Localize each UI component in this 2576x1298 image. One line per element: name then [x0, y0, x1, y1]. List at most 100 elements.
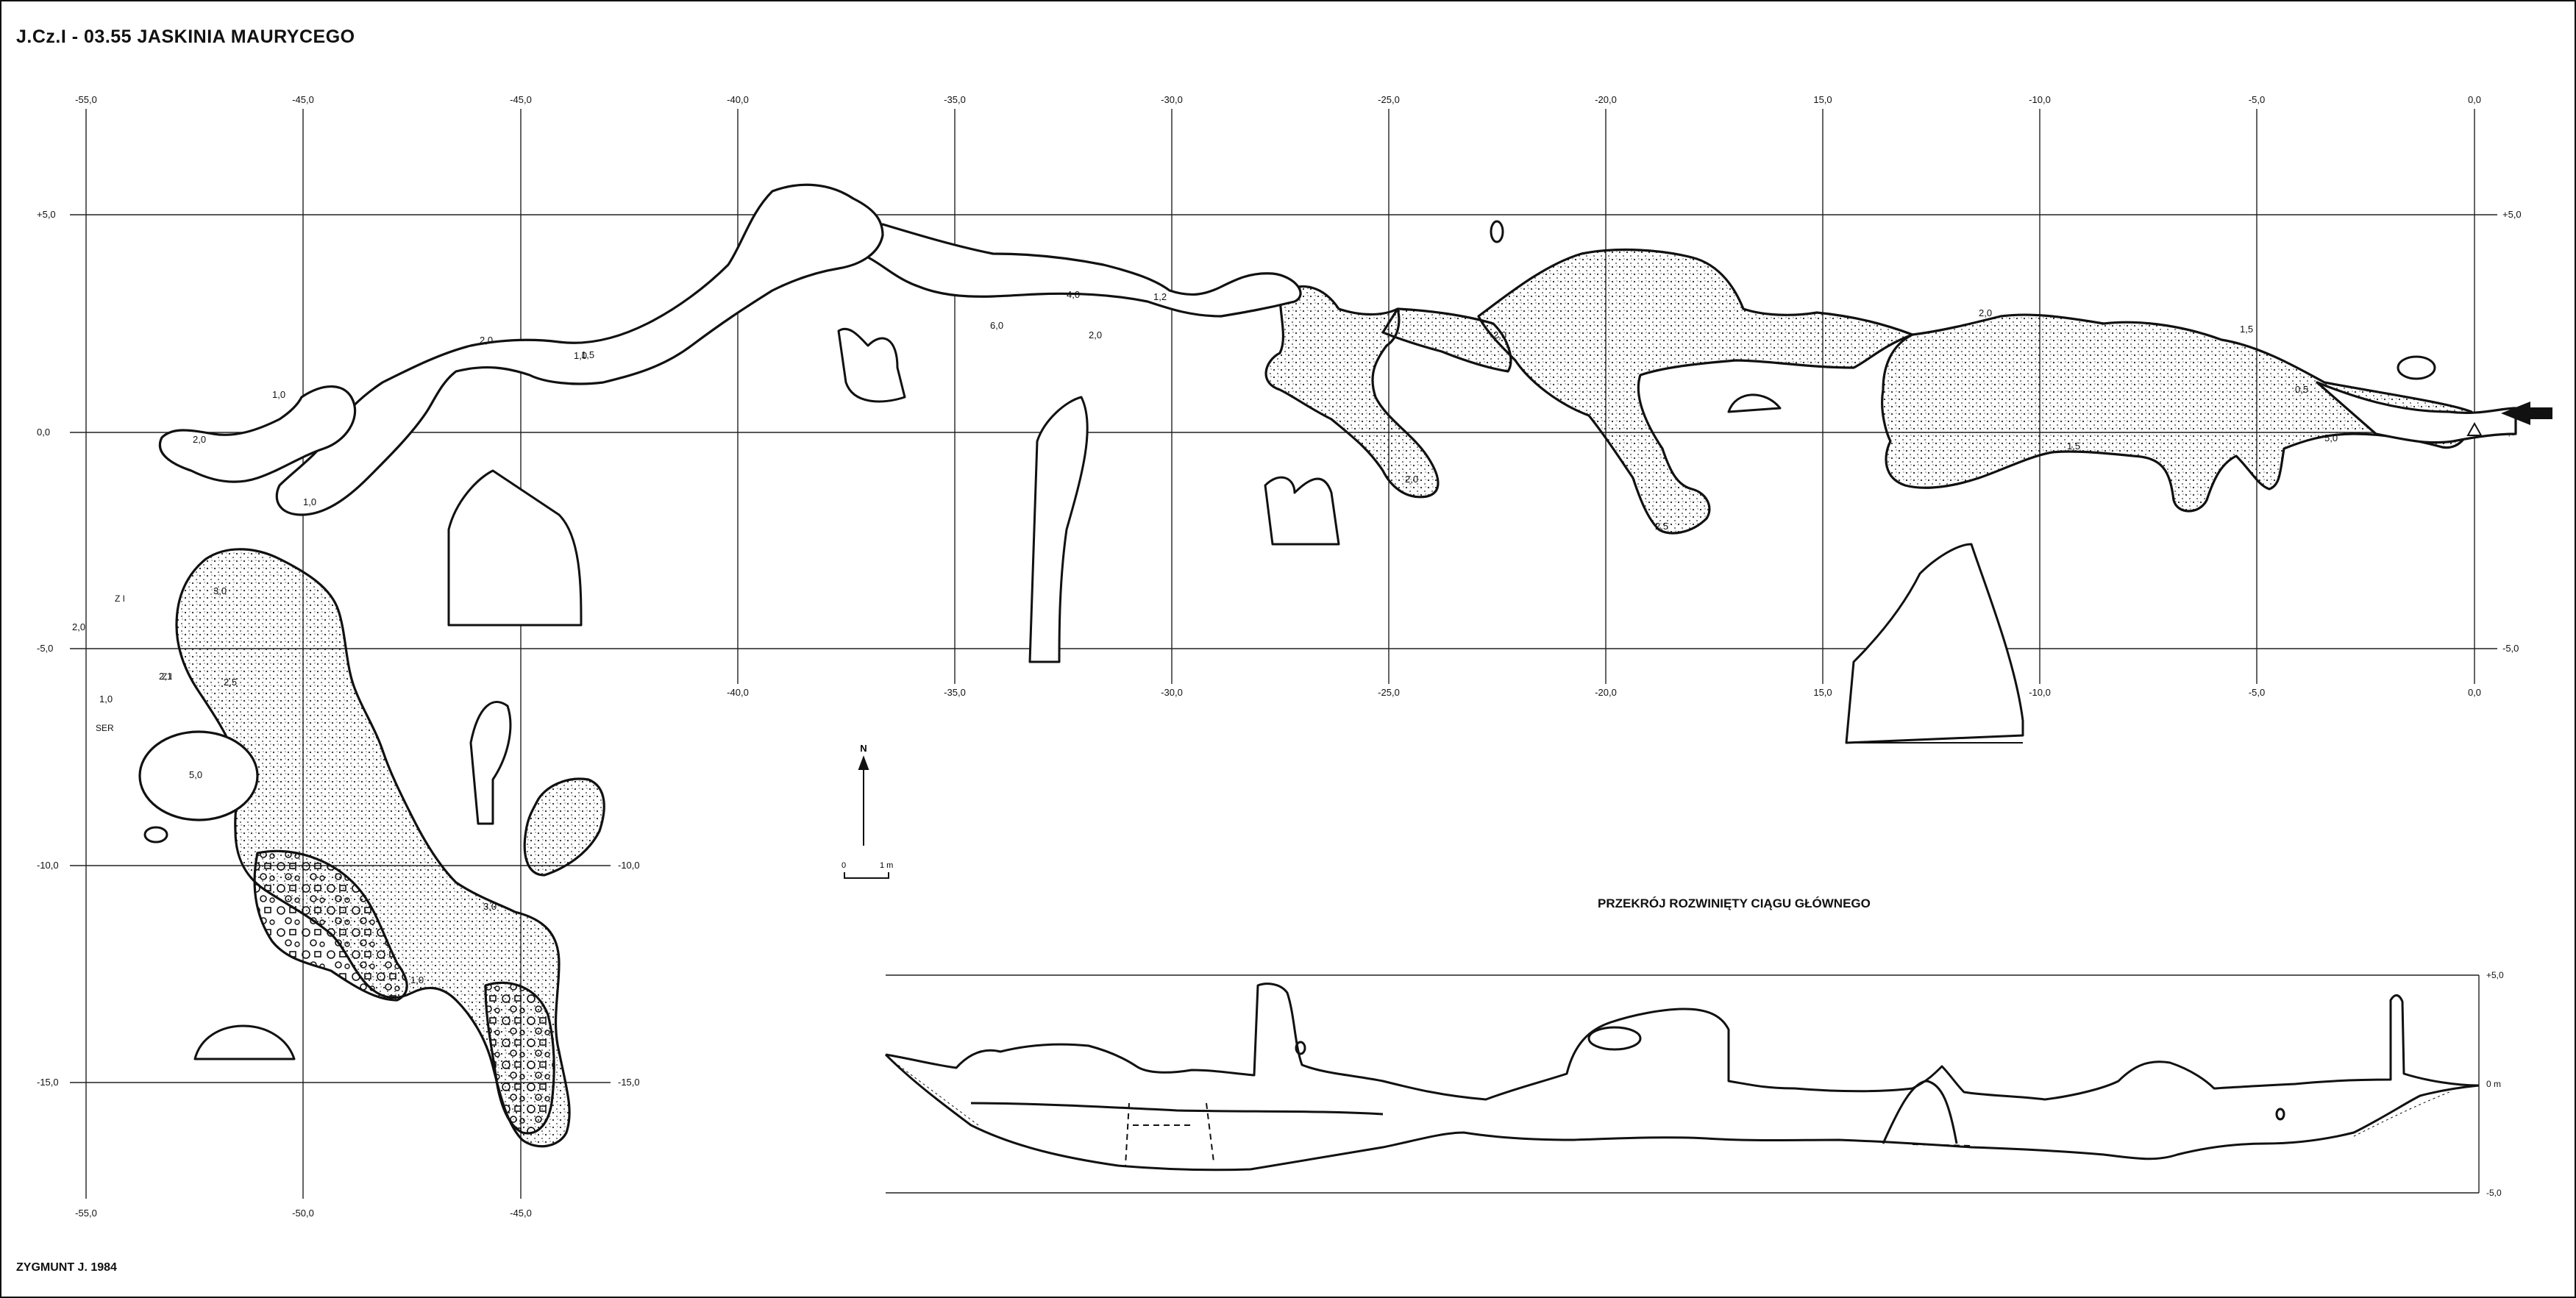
- section-void-2: [2275, 1108, 2285, 1121]
- x-tick-mid: 0,0: [2468, 687, 2481, 698]
- y-tick-right: -15,0: [618, 1077, 640, 1088]
- profile-d: [469, 701, 512, 825]
- depth-label: 2,0: [1405, 474, 1418, 485]
- entrance-arrow: [2501, 402, 2552, 425]
- profile-a: [447, 469, 583, 627]
- x-tick-top: -40,0: [727, 94, 749, 105]
- depth-label: 1,5: [2067, 441, 2080, 452]
- mark-zi: Z I: [115, 593, 125, 604]
- x-tick-mid: -35,0: [944, 687, 966, 698]
- depth-label: 2,0: [1493, 329, 1506, 340]
- y-tick-right: +5,0: [2502, 209, 2522, 220]
- depth-label: 1,2: [1153, 291, 1167, 302]
- x-tick-top: 0,0: [2468, 94, 2481, 105]
- depth-label: 2,0: [1979, 307, 1992, 318]
- author-credit: ZYGMUNT J. 1984: [16, 1261, 117, 1274]
- x-tick-mid: -25,0: [1378, 687, 1400, 698]
- west-hook: [158, 385, 357, 483]
- section-tick-labels: +5,0 0 m -5,0: [2486, 970, 2504, 1198]
- scale-bar: [844, 872, 889, 879]
- cave-plan: [138, 183, 2517, 1148]
- depth-label: 3,0: [483, 901, 497, 912]
- section-void-3: [1295, 1041, 1306, 1055]
- depth-label: 1,0: [303, 496, 316, 507]
- x-tick-mid: -30,0: [1161, 687, 1183, 698]
- y-tick-right: -10,0: [618, 860, 640, 871]
- depth-label: 1,0: [410, 974, 424, 985]
- profile-c: [1845, 543, 2024, 744]
- sinkhole-2: [143, 826, 168, 844]
- section-outline: [884, 983, 2480, 1172]
- x-tick-top: 15,0: [1813, 94, 1832, 105]
- mark-ser: SER: [96, 723, 114, 733]
- y-tick-left: -10,0: [37, 860, 59, 871]
- cross-sections: [143, 220, 2436, 1060]
- depth-label: 2,5: [224, 677, 237, 688]
- x-tick-top: -20,0: [1595, 94, 1617, 105]
- profile-e: [837, 328, 906, 403]
- depth-label: 2,0: [72, 621, 85, 632]
- depth-label: 1,0: [272, 389, 285, 400]
- plan-grid: [70, 109, 2497, 1199]
- x-tick-top: -10,0: [2029, 94, 2051, 105]
- mark-zi-2: Z I: [162, 671, 172, 682]
- section-tick: +5,0: [2486, 970, 2504, 980]
- north-arrow: [858, 755, 869, 846]
- x-tick-top: -5,0: [2249, 94, 2265, 105]
- section-floor: [884, 1053, 2480, 1172]
- depth-labels: 2,0 1,0 1,5 0,5 5,0 1,5 2,0 2,5 1,5 2,0 …: [72, 289, 2338, 985]
- depth-label: 2,0: [1089, 329, 1102, 340]
- upper-west-gallery: [275, 183, 884, 516]
- section-mid-line: [970, 1102, 1384, 1116]
- x-tick-bottom: -50,0: [292, 1208, 314, 1219]
- x-tick-mid: -40,0: [727, 687, 749, 698]
- dome-chamber: [138, 730, 259, 821]
- section-dashed: [1125, 1102, 1972, 1166]
- section-void: [1587, 1026, 1642, 1051]
- central-chamber: [1477, 248, 1914, 535]
- sinkhole-3: [1490, 220, 1504, 243]
- y-tick-left: -15,0: [37, 1077, 59, 1088]
- corridor-east: [1381, 307, 1512, 373]
- profile-b: [1028, 396, 1089, 663]
- x-tick-top: -45,0: [510, 94, 532, 105]
- profile-h: [1727, 393, 1782, 413]
- section-tick: -5,0: [2486, 1188, 2502, 1198]
- depth-label: 2,1: [159, 671, 172, 682]
- depth-label: 6,0: [990, 320, 1003, 331]
- x-tick-mid: -10,0: [2029, 687, 2051, 698]
- depth-label: 5,0: [189, 769, 202, 780]
- north-label: N: [860, 743, 867, 754]
- y-tick-right: -5,0: [2502, 643, 2519, 654]
- section-frame: [886, 974, 2480, 1194]
- y-tick-left: 0,0: [37, 427, 50, 438]
- depth-label: 0,5: [2295, 384, 2308, 395]
- survey-marks: Z I Z I SER: [96, 593, 172, 733]
- map-title: J.Cz.I - 03.55 JASKINIA MAURYCEGO: [16, 26, 355, 47]
- ground-lines: [449, 543, 2023, 744]
- x-tick-bottom: -45,0: [510, 1208, 532, 1219]
- scale-zero: 0: [842, 861, 846, 870]
- scale-one: 1 m: [880, 861, 893, 870]
- depth-label: 1,5: [581, 349, 594, 360]
- sinkhole-1: [2397, 355, 2436, 380]
- x-tick-mid: 15,0: [1813, 687, 1832, 698]
- depth-label: 2,5: [1655, 521, 1668, 532]
- sinuous-gallery: [861, 223, 1302, 318]
- section-title: PRZEKRÓJ ROZWINIĘTY CIĄGU GŁÓWNEGO: [1598, 896, 1871, 910]
- depth-label: 4,0: [1067, 289, 1080, 300]
- depth-label: 1,5: [2240, 324, 2253, 335]
- x-tick-top: -35,0: [944, 94, 966, 105]
- depth-label: 1,0: [574, 350, 587, 361]
- x-tick-top: -45,0: [292, 94, 314, 105]
- x-tick-mid: -5,0: [2249, 687, 2265, 698]
- depth-label: 3,0: [213, 585, 227, 596]
- profile-g: [193, 1024, 296, 1060]
- section-ceiling: [885, 983, 2480, 1101]
- x-tick-top: -25,0: [1378, 94, 1400, 105]
- block-rubble-2: [484, 981, 555, 1135]
- x-tick-bottom: -55,0: [75, 1208, 97, 1219]
- south-branch: [523, 777, 605, 877]
